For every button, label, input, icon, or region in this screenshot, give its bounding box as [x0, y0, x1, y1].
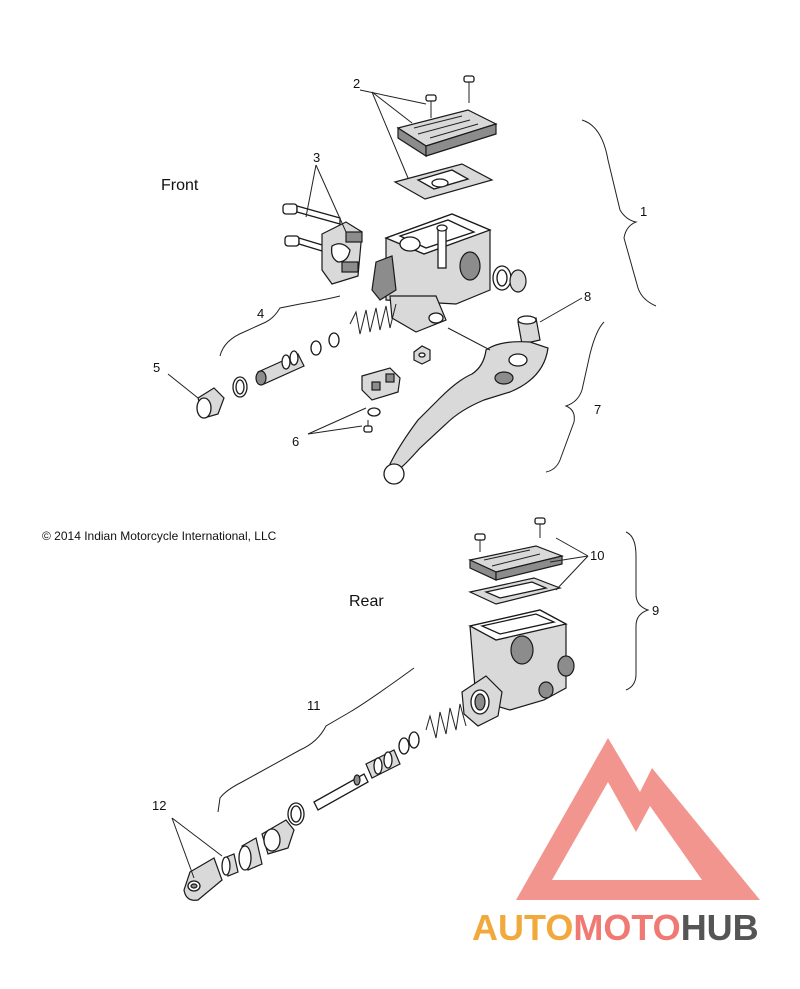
callout-1: 1 [640, 204, 647, 219]
automotohub-logo: AUTOMOTOHUB [472, 738, 760, 948]
rear-boot [261, 819, 295, 855]
copyright-notice: © 2014 Indian Motorcycle International, … [42, 529, 277, 543]
rear-assembly: Rear 10 9 [152, 517, 659, 901]
callout-11: 11 [307, 698, 321, 713]
callout-7: 7 [594, 402, 601, 417]
front-circlip [232, 376, 248, 398]
rear-piston-seals [398, 731, 420, 755]
reservoir-gasket [393, 163, 494, 200]
rear-pushrod [313, 773, 369, 811]
handlebar-clamp [321, 221, 363, 285]
switch-screw [363, 420, 373, 433]
pivot-nut [413, 345, 431, 365]
brake-lever [383, 341, 549, 485]
callout-3: 3 [313, 150, 320, 165]
bracket-11 [217, 667, 415, 813]
callout-6: 6 [292, 434, 299, 449]
rear-master-cylinder-body [461, 609, 575, 727]
logo-triangle-mark [516, 738, 760, 900]
rear-reservoir-gasket [468, 577, 562, 605]
front-assembly: Front 2 [153, 75, 657, 485]
dust-boot [196, 387, 225, 419]
callout-12: 12 [152, 798, 166, 813]
rear-reservoir-cover [468, 545, 565, 581]
brake-light-switch [361, 367, 401, 401]
clevis-nut [221, 853, 239, 877]
rear-retainer [238, 837, 263, 871]
front-master-cylinder-body [371, 213, 492, 333]
reservoir-cover [396, 109, 498, 158]
callout-5: 5 [153, 360, 160, 375]
front-piston-spring [349, 303, 397, 335]
rear-cover-screws [474, 517, 546, 552]
bracket-4 [219, 295, 341, 357]
logo-text-auto: AUTO [472, 907, 573, 948]
callout-8: 8 [584, 289, 591, 304]
front-piston [255, 350, 305, 386]
front-title: Front [161, 177, 199, 194]
rear-circlip [287, 802, 305, 826]
front-piston-seals [310, 332, 340, 356]
callout-4: 4 [257, 306, 264, 321]
callout-2: 2 [353, 76, 360, 91]
bracket-1 [581, 119, 657, 307]
callout-9: 9 [652, 603, 659, 618]
clevis [183, 857, 223, 901]
logo-text-hub: HUB [681, 907, 759, 948]
front-sight-glass-seal [492, 265, 527, 293]
pivot-bushing [517, 315, 541, 345]
cover-screws [425, 75, 475, 118]
rear-piston-spring [425, 703, 467, 739]
logo-text: AUTOMOTOHUB [472, 907, 759, 948]
bracket-9 [625, 531, 650, 691]
callout-10: 10 [590, 548, 604, 563]
rear-title: Rear [349, 593, 384, 610]
logo-text-moto: MOTO [573, 907, 680, 948]
bracket-7 [545, 321, 605, 473]
switch-washer [367, 407, 381, 417]
rear-piston [365, 749, 401, 779]
